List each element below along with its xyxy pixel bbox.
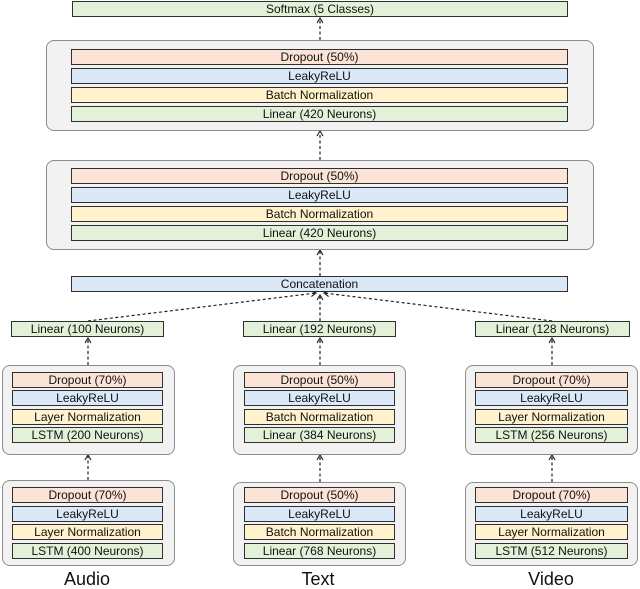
fc2-normalization: Batch Normalization <box>71 87 568 103</box>
video-projection: Linear (128 Neurons) <box>475 321 630 337</box>
video-block1-normalization: Layer Normalization <box>475 524 628 540</box>
text-projection: Linear (192 Neurons) <box>243 321 396 337</box>
audio-block2-normalization: Layer Normalization <box>12 409 163 425</box>
softmax-layer: Softmax (5 Classes) <box>72 1 568 17</box>
audio-block2-dropout: Dropout (70%) <box>12 372 163 388</box>
video-block1-dropout: Dropout (70%) <box>475 487 628 503</box>
video-block2-activation: LeakyReLU <box>475 390 628 406</box>
video-block2-lstm: LSTM (256 Neurons) <box>475 427 628 443</box>
text-block1-linear: Linear (768 Neurons) <box>244 543 395 559</box>
video-label: Video <box>528 569 574 589</box>
arrow-audio-to-concat <box>87 290 318 322</box>
audio-block1-normalization: Layer Normalization <box>12 524 163 540</box>
audio-projection: Linear (100 Neurons) <box>11 321 164 337</box>
fc2-linear: Linear (420 Neurons) <box>71 106 568 122</box>
video-block2-normalization: Layer Normalization <box>475 409 628 425</box>
arrow-video-to-concat <box>322 290 553 322</box>
video-block1-lstm: LSTM (512 Neurons) <box>475 543 628 559</box>
fc1-dropout: Dropout (50%) <box>71 168 568 184</box>
video-block1-activation: LeakyReLU <box>475 506 628 522</box>
audio-block1-lstm: LSTM (400 Neurons) <box>12 543 163 559</box>
audio-block2-activation: LeakyReLU <box>12 390 163 406</box>
text-block2-normalization: Batch Normalization <box>244 409 395 425</box>
fc2-activation: LeakyReLU <box>71 68 568 84</box>
text-block1-normalization: Batch Normalization <box>244 524 395 540</box>
text-label: Text <box>301 569 335 589</box>
fc2-dropout: Dropout (50%) <box>71 49 568 65</box>
text-block2-activation: LeakyReLU <box>244 390 395 406</box>
concatenation-layer: Concatenation <box>71 276 568 292</box>
fc1-linear: Linear (420 Neurons) <box>71 225 568 241</box>
audio-block2-lstm: LSTM (200 Neurons) <box>12 427 163 443</box>
text-block1-dropout: Dropout (50%) <box>244 487 395 503</box>
video-block2-dropout: Dropout (70%) <box>475 372 628 388</box>
text-block2-dropout: Dropout (50%) <box>244 372 395 388</box>
text-block2-linear: Linear (384 Neurons) <box>244 427 395 443</box>
fc1-activation: LeakyReLU <box>71 187 568 203</box>
text-block1-activation: LeakyReLU <box>244 506 395 522</box>
audio-block1-activation: LeakyReLU <box>12 506 163 522</box>
fc1-normalization: Batch Normalization <box>71 206 568 222</box>
audio-block1-dropout: Dropout (70%) <box>12 487 163 503</box>
audio-label: Audio <box>63 569 111 589</box>
